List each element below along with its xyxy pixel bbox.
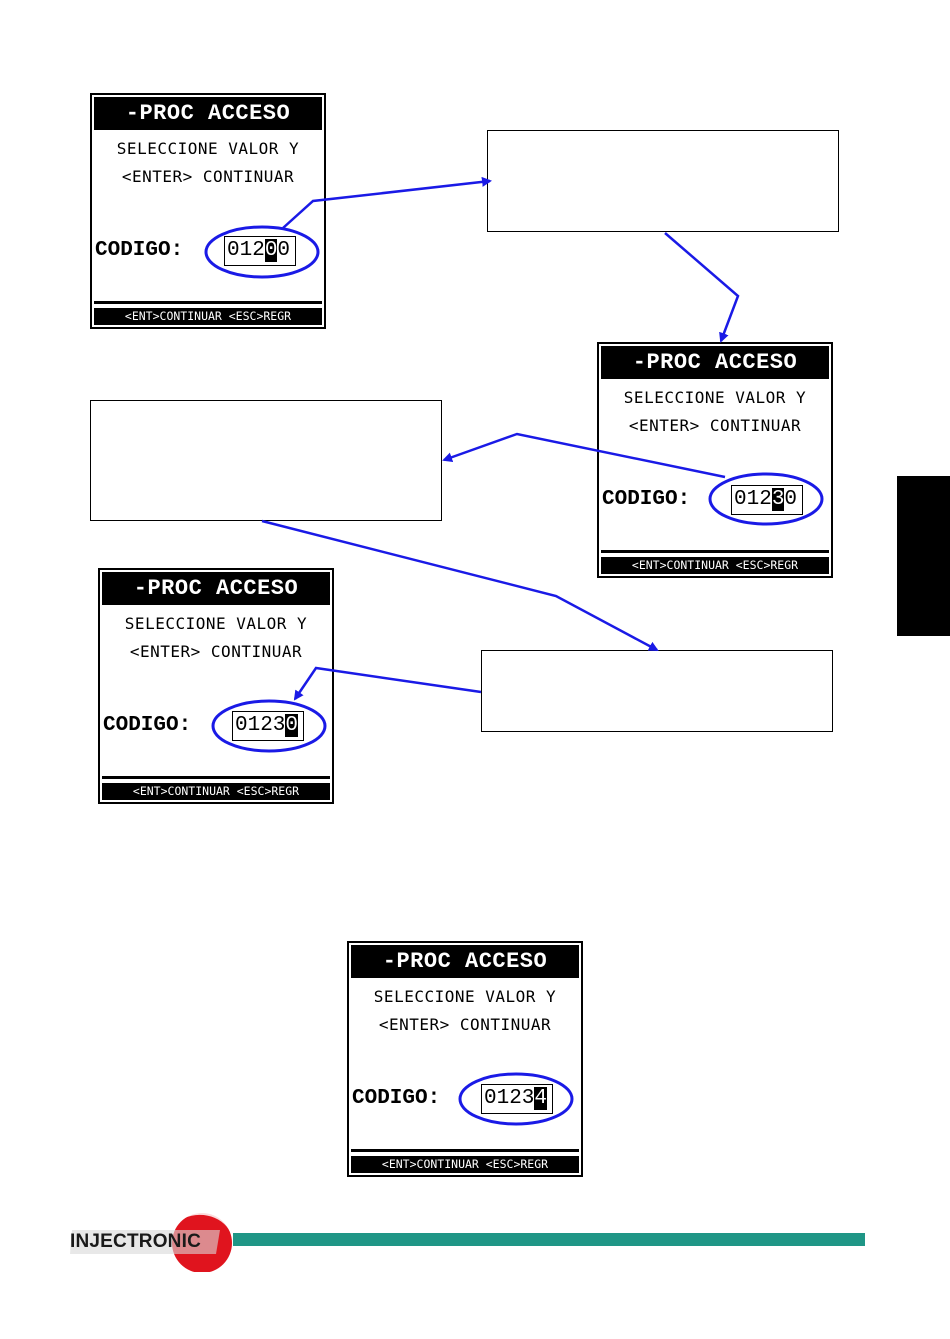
code-field: 01200 (224, 236, 296, 266)
code-label: CODIGO: (352, 1087, 441, 1110)
logo-swoosh-icon (70, 1210, 232, 1272)
screen-footer: <ENT>CONTINUAR <ESC>REGR (102, 783, 330, 800)
injectronic-logo: INJECTRONIC (70, 1210, 240, 1272)
code-cursor-digit: 0 (285, 714, 299, 737)
lcd-screen-2: -PROC ACCESO SELECCIONE VALOR Y <ENTER> … (597, 342, 833, 578)
code-label: CODIGO: (602, 488, 691, 511)
screen-message-line-2: <ENTER> CONTINUAR (129, 642, 303, 661)
screen-title: -PROC ACCESO (94, 97, 322, 130)
code-cursor-digit: 4 (534, 1087, 548, 1110)
screen-title: -PROC ACCESO (601, 346, 829, 379)
screen-message-line-1: SELECCIONE VALOR Y (116, 139, 300, 158)
screen-message-line-1: SELECCIONE VALOR Y (623, 388, 807, 407)
code-field: 01234 (481, 1084, 553, 1114)
screen-footer: <ENT>CONTINUAR <ESC>REGR (351, 1156, 579, 1173)
logo-text: INJECTRONIC (70, 1231, 201, 1252)
code-digits: 012 (734, 488, 772, 511)
code-digits-after: 0 (277, 239, 291, 262)
lcd-screen-4: -PROC ACCESO SELECCIONE VALOR Y <ENTER> … (347, 941, 583, 1177)
annotation-box-3 (481, 650, 833, 732)
code-digits: 012 (227, 239, 265, 262)
brand-line (233, 1233, 865, 1246)
screen-footer: <ENT>CONTINUAR <ESC>REGR (601, 557, 829, 574)
screen-title: -PROC ACCESO (351, 945, 579, 978)
annotation-box-1 (487, 130, 839, 232)
code-digits: 0123 (235, 714, 286, 737)
screen-title: -PROC ACCESO (102, 572, 330, 605)
lcd-screen-1: -PROC ACCESO SELECCIONE VALOR Y <ENTER> … (90, 93, 326, 329)
annotation-box-2 (90, 400, 442, 521)
footer-separator (351, 1149, 579, 1152)
footer-separator (601, 550, 829, 553)
screen-message-line-2: <ENTER> CONTINUAR (378, 1015, 552, 1034)
code-digits-after: 0 (784, 488, 798, 511)
code-label: CODIGO: (103, 714, 192, 737)
screen-message-line-2: <ENTER> CONTINUAR (628, 416, 802, 435)
code-field: 01230 (232, 711, 304, 741)
code-cursor-digit: 3 (771, 488, 785, 511)
screen-message-line-1: SELECCIONE VALOR Y (124, 614, 308, 633)
footer-separator (94, 301, 322, 304)
code-label: CODIGO: (95, 239, 184, 262)
code-digits: 0123 (484, 1087, 535, 1110)
footer-separator (102, 776, 330, 779)
screen-message-line-2: <ENTER> CONTINUAR (121, 167, 295, 186)
lcd-screen-3: -PROC ACCESO SELECCIONE VALOR Y <ENTER> … (98, 568, 334, 804)
arrow-2 (664, 232, 740, 343)
code-cursor-digit: 0 (264, 239, 278, 262)
code-field: 01230 (731, 485, 803, 515)
screen-footer: <ENT>CONTINUAR <ESC>REGR (94, 308, 322, 325)
section-tab (897, 476, 950, 636)
screen-message-line-1: SELECCIONE VALOR Y (373, 987, 557, 1006)
